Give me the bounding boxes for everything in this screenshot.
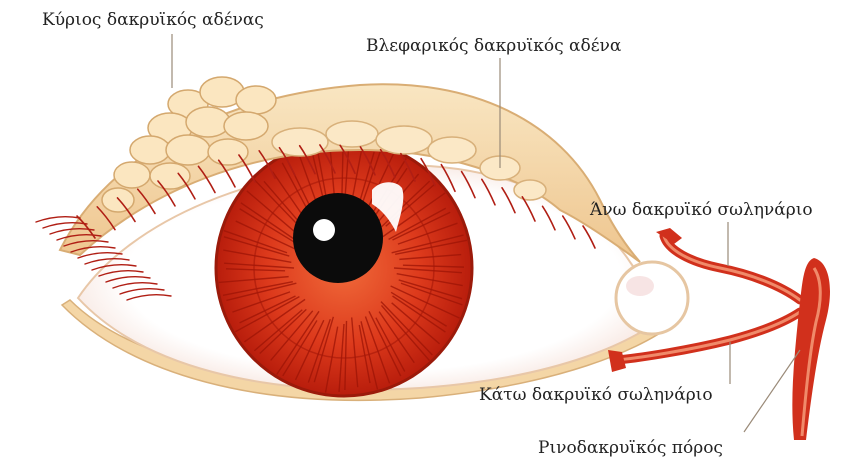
label-upper-canaliculus: Άνω δακρυϊκό σωληνάριο bbox=[590, 200, 813, 220]
leader-nasolacrimal-duct bbox=[744, 350, 800, 432]
lower-punctum bbox=[608, 350, 626, 372]
pupil-highlight bbox=[313, 219, 335, 241]
label-nasolacrimal-duct: Ρινοδακρυϊκός πόρος bbox=[538, 438, 723, 458]
label-main-lacrimal-gland: Κύριος δακρυϊκός αδένας bbox=[42, 10, 264, 30]
pupil bbox=[293, 193, 383, 283]
label-lower-canaliculus: Κάτω δακρυϊκό σωληνάριο bbox=[479, 385, 713, 405]
lacrimal-caruncle bbox=[616, 262, 688, 334]
label-palpebral-lacrimal-gland: Βλεφαρικός δακρυϊκός αδένα bbox=[366, 36, 621, 56]
